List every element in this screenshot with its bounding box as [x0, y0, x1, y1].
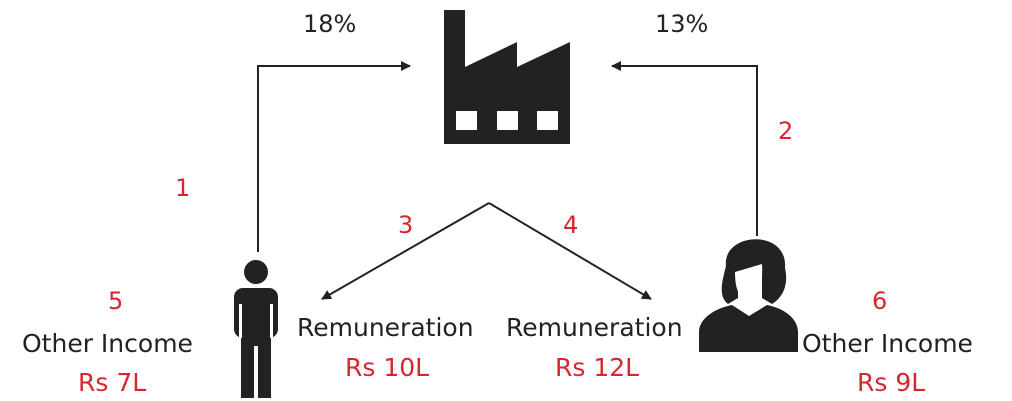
- left-remuneration-label: Remuneration: [297, 313, 474, 342]
- left-share-label: 18%: [303, 10, 357, 38]
- right-other-income-label: Other Income: [802, 329, 973, 358]
- left-remuneration-amount: Rs 10L: [345, 353, 430, 382]
- left-other-income-amount: Rs 7L: [78, 368, 147, 397]
- step-4-label: 4: [563, 211, 579, 239]
- arrow-man-to-factory: [257, 61, 411, 252]
- arrow-factory-to-woman: [488, 202, 652, 300]
- man-icon: [234, 260, 278, 398]
- woman-icon: [699, 239, 798, 352]
- arrow-woman-to-factory: [611, 61, 758, 236]
- right-remuneration-amount: Rs 12L: [555, 353, 640, 382]
- factory-icon: [444, 10, 570, 144]
- arrow-factory-to-man: [321, 202, 490, 300]
- step-2-label: 2: [778, 117, 794, 145]
- right-other-income-amount: Rs 9L: [857, 368, 926, 397]
- step-1-label: 1: [175, 174, 191, 202]
- right-share-label: 13%: [655, 10, 709, 38]
- step-5-label: 5: [108, 287, 124, 315]
- left-other-income-label: Other Income: [22, 329, 193, 358]
- right-remuneration-label: Remuneration: [506, 313, 683, 342]
- step-6-label: 6: [872, 287, 888, 315]
- step-3-label: 3: [398, 211, 414, 239]
